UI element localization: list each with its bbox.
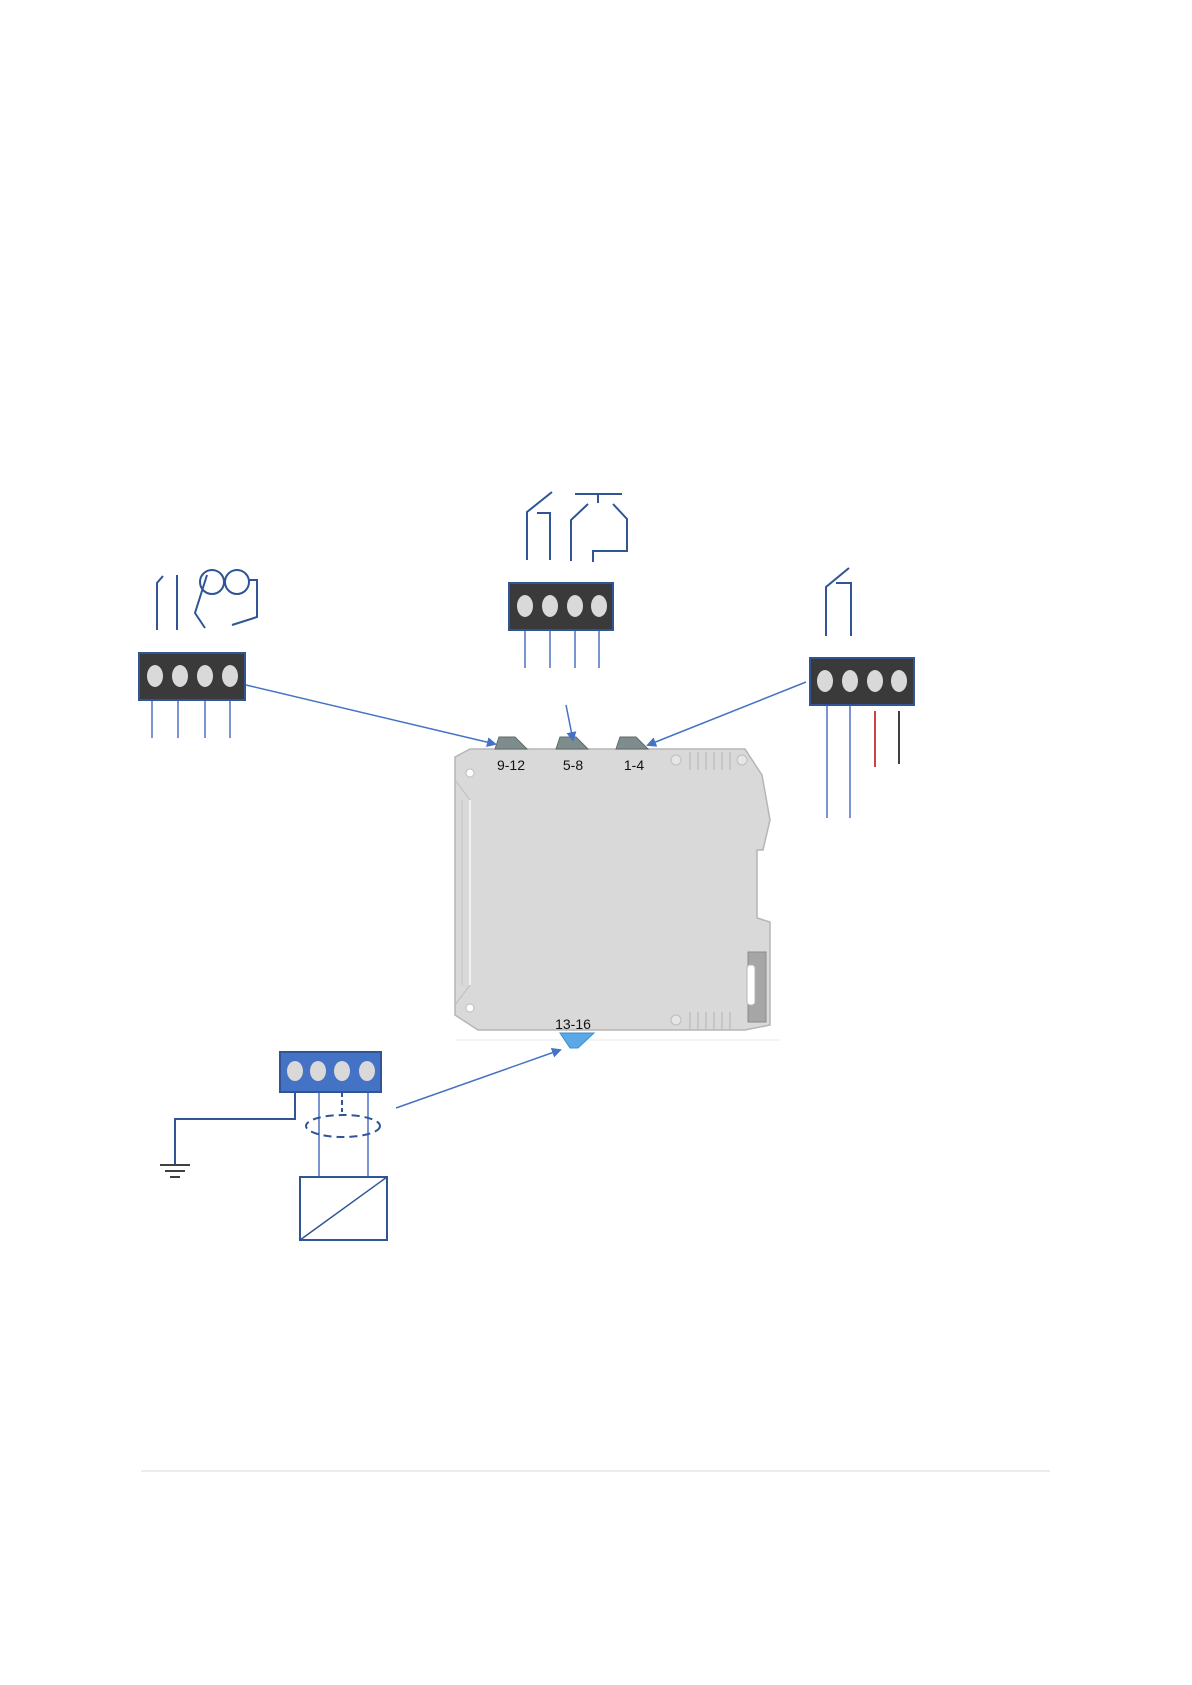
connector-label-9-12: 9-12	[497, 757, 525, 773]
terminal-pin	[310, 1061, 326, 1081]
terminal-pin	[222, 665, 238, 687]
terminal-pin	[197, 665, 213, 687]
terminal-pin	[147, 665, 163, 687]
switch-symbol-right	[826, 568, 851, 636]
terminal-pin	[334, 1061, 350, 1081]
terminal-pin	[591, 595, 607, 617]
converter-box-icon	[300, 1177, 387, 1240]
switch-symbol-middle	[527, 492, 627, 562]
terminal-pin	[287, 1061, 303, 1081]
connector-13-16: 13-16	[555, 1016, 594, 1048]
terminal-block-bottom	[175, 1052, 381, 1177]
terminal-block-middle	[509, 583, 613, 668]
terminal-pin	[891, 670, 907, 692]
terminal-pin	[567, 595, 583, 617]
ground-icon	[160, 1165, 190, 1177]
terminal-pin	[542, 595, 558, 617]
connector-label-13-16: 13-16	[555, 1016, 591, 1032]
terminal-pin	[867, 670, 883, 692]
terminal-pin	[842, 670, 858, 692]
terminal-pin	[172, 665, 188, 687]
terminal-pin	[359, 1061, 375, 1081]
terminal-block-right	[810, 658, 914, 818]
arrow-right-to-1-4	[648, 682, 806, 745]
cable-shield-icon	[306, 1115, 380, 1137]
device-housing	[455, 749, 780, 1040]
connector-label-1-4: 1-4	[624, 757, 644, 773]
relay-symbol-left	[157, 570, 257, 630]
terminal-pin	[517, 595, 533, 617]
terminal-pin	[817, 670, 833, 692]
connector-label-5-8: 5-8	[563, 757, 583, 773]
arrow-left-to-9-12	[246, 685, 495, 744]
terminal-block-left	[139, 653, 245, 738]
arrow-to-5-8	[566, 705, 573, 740]
arrow-bottom-to-13-16	[396, 1050, 560, 1108]
